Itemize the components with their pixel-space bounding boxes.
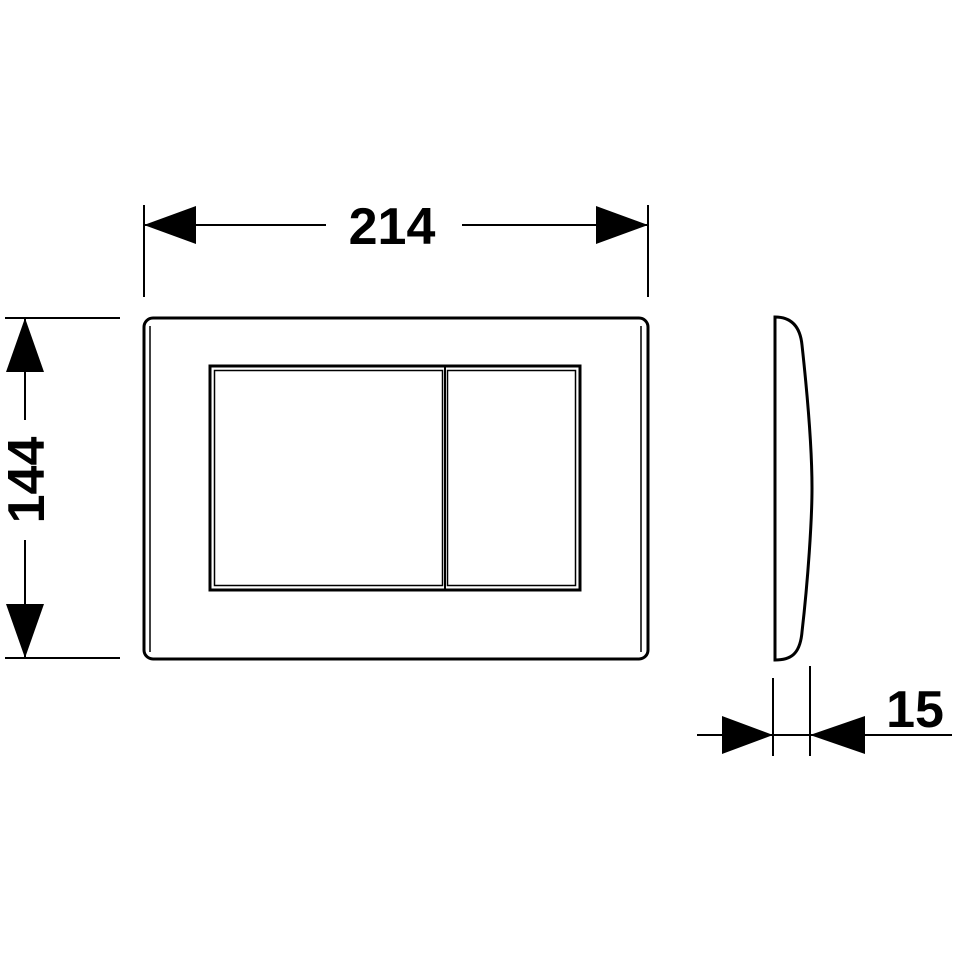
depth-dimension	[697, 666, 952, 756]
plate-outline	[142, 316, 650, 661]
arrow-up-icon	[6, 318, 44, 372]
arrow-left-icon	[144, 206, 196, 244]
front-view-plate	[142, 316, 650, 661]
arrow-right-icon	[596, 206, 648, 244]
button-small	[446, 369, 577, 587]
arrow-left-icon	[810, 716, 865, 754]
depth-dimension-label: 15	[886, 681, 944, 739]
height-dimension-label: 144	[0, 437, 56, 524]
width-dimension	[143, 205, 649, 297]
button-large	[213, 369, 444, 587]
height-dimension	[5, 317, 120, 659]
side-view-profile	[773, 315, 814, 662]
arrow-right-icon	[722, 716, 773, 754]
width-dimension-label: 214	[349, 198, 436, 256]
button-frame	[208, 364, 582, 592]
arrow-down-icon	[6, 604, 44, 658]
